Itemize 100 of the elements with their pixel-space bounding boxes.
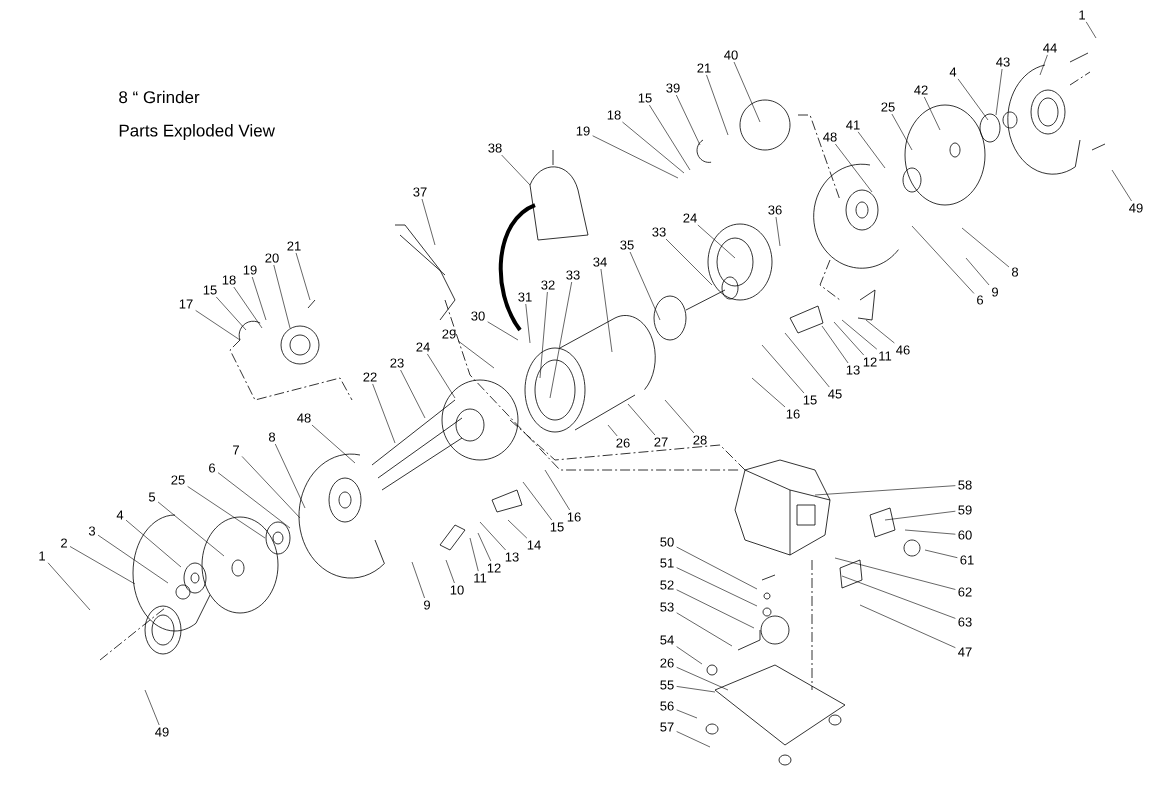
- callout-number: 62: [958, 587, 972, 597]
- leader-line: [544, 469, 570, 511]
- leader-line: [834, 557, 956, 590]
- callout-number: 48: [297, 413, 311, 423]
- callout-number: 15: [803, 395, 817, 405]
- leader-line: [924, 96, 941, 131]
- callout-number: 1: [1079, 10, 1085, 20]
- leader-line: [841, 319, 878, 350]
- callout-number: 12: [863, 357, 877, 367]
- callout-number: 16: [567, 512, 581, 522]
- callout-number: 49: [155, 727, 169, 737]
- leader-line: [833, 321, 865, 356]
- leader-line: [125, 519, 182, 568]
- callout-number: 8: [268, 432, 276, 442]
- callout-number: 41: [846, 120, 860, 130]
- leader-line: [215, 296, 247, 331]
- leader-line: [676, 546, 758, 590]
- callout-number: 14: [527, 540, 541, 550]
- callout-number: 23: [390, 358, 404, 368]
- callout-number: 5: [148, 492, 156, 502]
- callout-number: 42: [914, 85, 928, 95]
- leader-line: [841, 575, 956, 619]
- callout-number: 32: [541, 280, 555, 290]
- leader-line: [507, 519, 528, 539]
- callout-number: 13: [505, 552, 519, 562]
- callout-number: 45: [828, 389, 842, 399]
- callout-number: 39: [666, 83, 680, 93]
- leader-line: [600, 268, 613, 353]
- callout-number: 2: [61, 538, 67, 548]
- leader-line: [195, 310, 241, 341]
- leader-line: [665, 238, 713, 286]
- leader-line: [157, 501, 225, 557]
- leader-line: [372, 383, 396, 444]
- leader-line: [525, 303, 531, 344]
- leader-line: [676, 731, 711, 748]
- callout-number: 30: [471, 311, 485, 321]
- leader-line: [1111, 169, 1132, 202]
- leader-line: [69, 546, 136, 585]
- leader-line: [251, 276, 267, 321]
- leader-line: [891, 113, 913, 151]
- leader-line: [469, 537, 479, 572]
- leader-line: [241, 456, 301, 519]
- callout-number: 20: [265, 253, 279, 263]
- callout-number: 9: [424, 600, 430, 610]
- callout-number: 36: [768, 205, 782, 215]
- callout-number: 56: [660, 701, 674, 711]
- leader-line: [549, 281, 572, 399]
- callout-number: 55: [660, 680, 674, 690]
- leader-line: [911, 225, 975, 294]
- callout-number: 26: [616, 438, 630, 448]
- leader-line: [706, 74, 729, 136]
- callout-number: 52: [660, 580, 674, 590]
- leader-line: [965, 257, 990, 286]
- leader-line: [233, 286, 263, 329]
- leader-line: [814, 485, 956, 496]
- leader-line: [733, 61, 761, 123]
- callout-number: 6: [209, 463, 216, 473]
- leader-line: [857, 131, 886, 169]
- leader-line: [751, 377, 786, 408]
- callout-number: 22: [363, 372, 377, 382]
- heading: 8 “ Grinder: [119, 90, 200, 104]
- leader-line: [775, 216, 781, 247]
- leader-line: [273, 264, 291, 329]
- callout-number: 21: [697, 63, 711, 73]
- leader-line: [859, 604, 956, 648]
- leader-line: [676, 709, 698, 719]
- callout-number: 15: [203, 285, 217, 295]
- leader-line: [784, 332, 830, 388]
- callout-number: 8: [1011, 267, 1019, 277]
- callout-number: 25: [881, 102, 895, 112]
- callout-number: 11: [879, 351, 892, 361]
- callout-number: 25: [171, 475, 185, 485]
- leader-line: [421, 198, 436, 246]
- leader-line: [865, 319, 895, 344]
- callout-number: 19: [243, 265, 257, 275]
- leader-line: [274, 443, 306, 509]
- leader-line: [1085, 21, 1097, 39]
- callout-number: 43: [996, 57, 1010, 67]
- callout-number: 53: [660, 602, 674, 612]
- callout-number: 61: [960, 555, 974, 565]
- leader-line: [629, 251, 661, 321]
- callout-number: 59: [958, 505, 972, 515]
- callout-number: 11: [474, 573, 487, 583]
- leader-line: [697, 224, 736, 259]
- leader-line: [47, 562, 91, 611]
- leader-line: [217, 472, 291, 529]
- leader-line: [649, 104, 691, 171]
- callout-number: 6: [977, 295, 984, 305]
- leader-line: [144, 689, 160, 726]
- leader-line: [427, 353, 456, 399]
- leader-line: [1039, 54, 1048, 76]
- leader-line: [539, 291, 548, 379]
- callout-number: 15: [638, 93, 652, 103]
- leader-line: [676, 567, 758, 607]
- leader-line: [957, 78, 989, 121]
- leader-line: [622, 121, 685, 174]
- leader-line: [676, 666, 729, 691]
- leader-line: [457, 340, 495, 369]
- callout-number: 33: [652, 227, 666, 237]
- leader-line: [995, 68, 1003, 116]
